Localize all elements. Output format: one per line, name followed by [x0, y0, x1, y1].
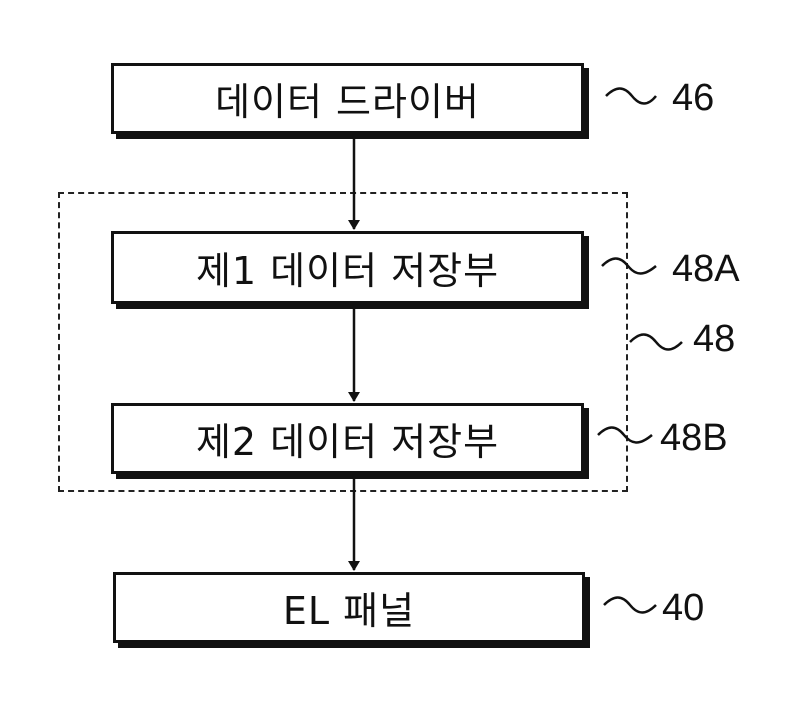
reference-number-40: 40 — [662, 589, 704, 627]
leader-40 — [604, 598, 656, 613]
second-data-storage-label: 제2 데이터 저장부 — [196, 411, 499, 466]
leader-46 — [606, 89, 656, 104]
el-panel-block: EL 패널 — [113, 572, 585, 643]
reference-number-48b: 48B — [660, 419, 728, 457]
reference-number-48a: 48A — [672, 250, 740, 288]
el-panel-label: EL 패널 — [283, 580, 415, 635]
data-driver-block: 데이터 드라이버 — [111, 63, 584, 134]
first-data-storage-label: 제1 데이터 저장부 — [196, 240, 499, 295]
second-data-storage-block: 제2 데이터 저장부 — [111, 403, 584, 474]
reference-number-46: 46 — [672, 79, 714, 117]
leader-48 — [630, 335, 682, 350]
first-data-storage-block: 제1 데이터 저장부 — [111, 231, 584, 304]
data-driver-label: 데이터 드라이버 — [215, 71, 480, 126]
reference-number-48: 48 — [693, 320, 735, 358]
